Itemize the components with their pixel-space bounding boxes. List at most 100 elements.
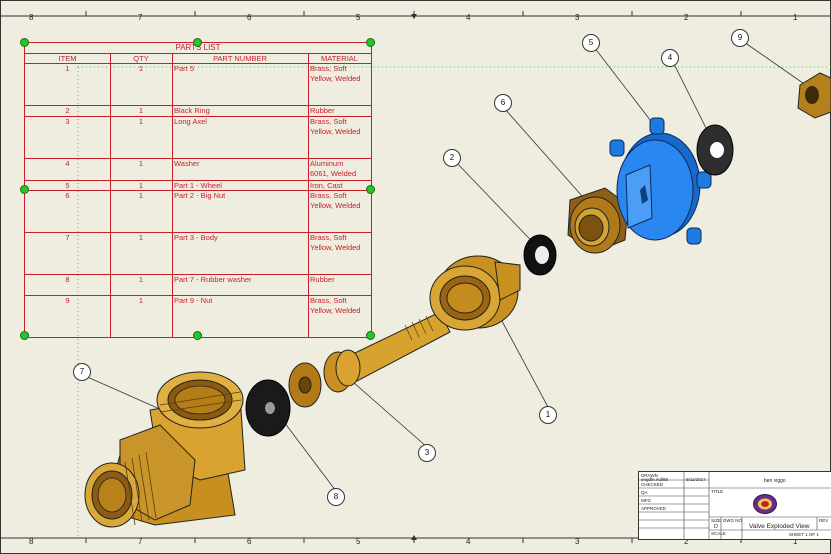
balloon-item-6[interactable]: 6 — [494, 94, 512, 112]
balloon-item-3[interactable]: 3 — [418, 444, 436, 462]
part-5[interactable] — [429, 255, 521, 331]
part-washer[interactable] — [696, 124, 734, 176]
cell-material: Brass, Soft Yellow, Welded — [310, 64, 361, 83]
table-divider — [25, 295, 371, 296]
table-divider — [25, 63, 371, 64]
cell-item: 2 — [65, 106, 70, 115]
parts-list-title: PARTS LIST — [25, 43, 371, 54]
qa-label: QA — [641, 490, 648, 495]
balloon-item-1[interactable]: 1 — [539, 406, 557, 424]
cell-part-number: Long Axel — [174, 117, 207, 126]
drawn-label: DRAWN — [641, 473, 658, 478]
cell-qty: 1 — [138, 191, 144, 200]
size-label: SIZE — [711, 518, 722, 523]
zone-label-top: 7 — [138, 13, 143, 22]
cell-material: Brass, Soft Yellow, Welded — [310, 117, 361, 136]
cell-qty: 1 — [138, 117, 144, 126]
selection-grip[interactable] — [20, 331, 29, 340]
table-divider — [110, 54, 111, 337]
cell-part-number: Part 5 — [174, 64, 195, 73]
cell-material: Rubber — [310, 106, 335, 115]
cell-material: Brass, Soft Yellow, Welded — [310, 296, 361, 315]
part-long-axel[interactable] — [288, 311, 451, 408]
table-divider — [308, 54, 309, 337]
table-divider — [172, 54, 173, 337]
part-black-ring[interactable] — [523, 234, 557, 276]
cell-qty: 1 — [138, 64, 144, 73]
cell-part-number: Part 1 - Wheel — [174, 181, 222, 190]
selection-grip[interactable] — [20, 185, 29, 194]
zone-label-bottom: 7 — [138, 537, 143, 546]
cell-material: Brass, Soft Yellow, Welded — [310, 191, 361, 210]
zone-label-bottom: 5 — [356, 537, 361, 546]
sheet-number: SHEET 1 OF 1 — [789, 532, 819, 537]
zone-label-top: 4 — [466, 13, 471, 22]
table-divider — [25, 158, 371, 159]
dwg-no-label: DWG NO — [723, 518, 742, 523]
zone-label-top: 5 — [356, 13, 361, 22]
cell-item: 4 — [65, 159, 70, 168]
zone-label-bottom: 3 — [575, 537, 580, 546]
drawn-by: engdln.mdl88 — [641, 477, 669, 482]
cell-part-number: Washer — [174, 159, 200, 168]
title-block[interactable]: DRAWN engdln.mdl88 9/11/2017 CHECKED QA … — [638, 471, 831, 540]
column-header-qty: QTY — [133, 54, 149, 63]
balloon-item-8[interactable]: 8 — [327, 488, 345, 506]
title-label: TITLE — [711, 489, 724, 494]
cell-material: Aluminum 6061, Welded — [310, 159, 357, 178]
balloon-item-4[interactable]: 4 — [661, 49, 679, 67]
mfg-label: MFG — [641, 498, 651, 503]
part-rubber-washer[interactable] — [245, 379, 291, 437]
cell-item: 5 — [65, 181, 70, 190]
part-nut[interactable] — [797, 72, 831, 119]
cell-qty: 1 — [138, 296, 144, 305]
zone-label-bottom: 2 — [684, 537, 689, 546]
selection-grip[interactable] — [366, 38, 375, 47]
drawing-title: Valve Exploded View — [749, 523, 810, 530]
zone-label-top: 8 — [29, 13, 34, 22]
table-divider — [25, 180, 371, 181]
column-header-material: MATERIAL — [321, 54, 358, 63]
cell-material: Rubber — [310, 275, 335, 284]
part-big-nut[interactable] — [567, 187, 629, 254]
logo-mark-icon — [758, 498, 772, 510]
cell-item: 1 — [65, 64, 70, 73]
selection-grip[interactable] — [366, 331, 375, 340]
title-block-grid — [639, 472, 831, 539]
cell-part-number: Black Ring — [174, 106, 210, 115]
balloon-item-5[interactable]: 5 — [582, 34, 600, 52]
cell-qty: 1 — [138, 181, 144, 190]
part-wheel[interactable] — [609, 117, 712, 245]
cell-item: 8 — [65, 275, 70, 284]
balloon-item-7[interactable]: 7 — [73, 363, 91, 381]
zone-label-top: 6 — [247, 13, 252, 22]
selection-grip[interactable] — [20, 38, 29, 47]
zone-label-top: 3 — [575, 13, 580, 22]
part-body[interactable] — [84, 371, 246, 528]
cell-qty: 1 — [138, 106, 144, 115]
cell-part-number: Part 9 - Nut — [174, 296, 213, 305]
zone-label-top: 1 — [793, 13, 798, 22]
table-divider — [25, 190, 371, 191]
selection-grip[interactable] — [193, 331, 202, 340]
zone-label-bottom: 6 — [247, 537, 252, 546]
balloon-item-9[interactable]: 9 — [731, 29, 749, 47]
cell-item: 7 — [65, 233, 70, 242]
checked-label: CHECKED — [641, 482, 664, 487]
selection-grip[interactable] — [193, 38, 202, 47]
cell-qty: 1 — [138, 275, 144, 284]
cell-part-number: Part 7 - Rubber washer — [174, 275, 252, 284]
parts-list-table[interactable]: PARTS LIST ITEM QTY PART NUMBER MATERIAL… — [24, 42, 372, 338]
company-name: ben viggo — [764, 478, 786, 484]
cell-qty: 1 — [138, 159, 144, 168]
drawn-date: 9/11/2017 — [686, 477, 706, 482]
balloon-item-2[interactable]: 2 — [443, 149, 461, 167]
cell-part-number: Part 3 - Body — [174, 233, 218, 242]
zone-label-bottom: 4 — [466, 537, 471, 546]
zone-label-top: 2 — [684, 13, 689, 22]
selection-grip[interactable] — [366, 185, 375, 194]
table-divider — [25, 105, 371, 106]
cell-item: 6 — [65, 191, 70, 200]
